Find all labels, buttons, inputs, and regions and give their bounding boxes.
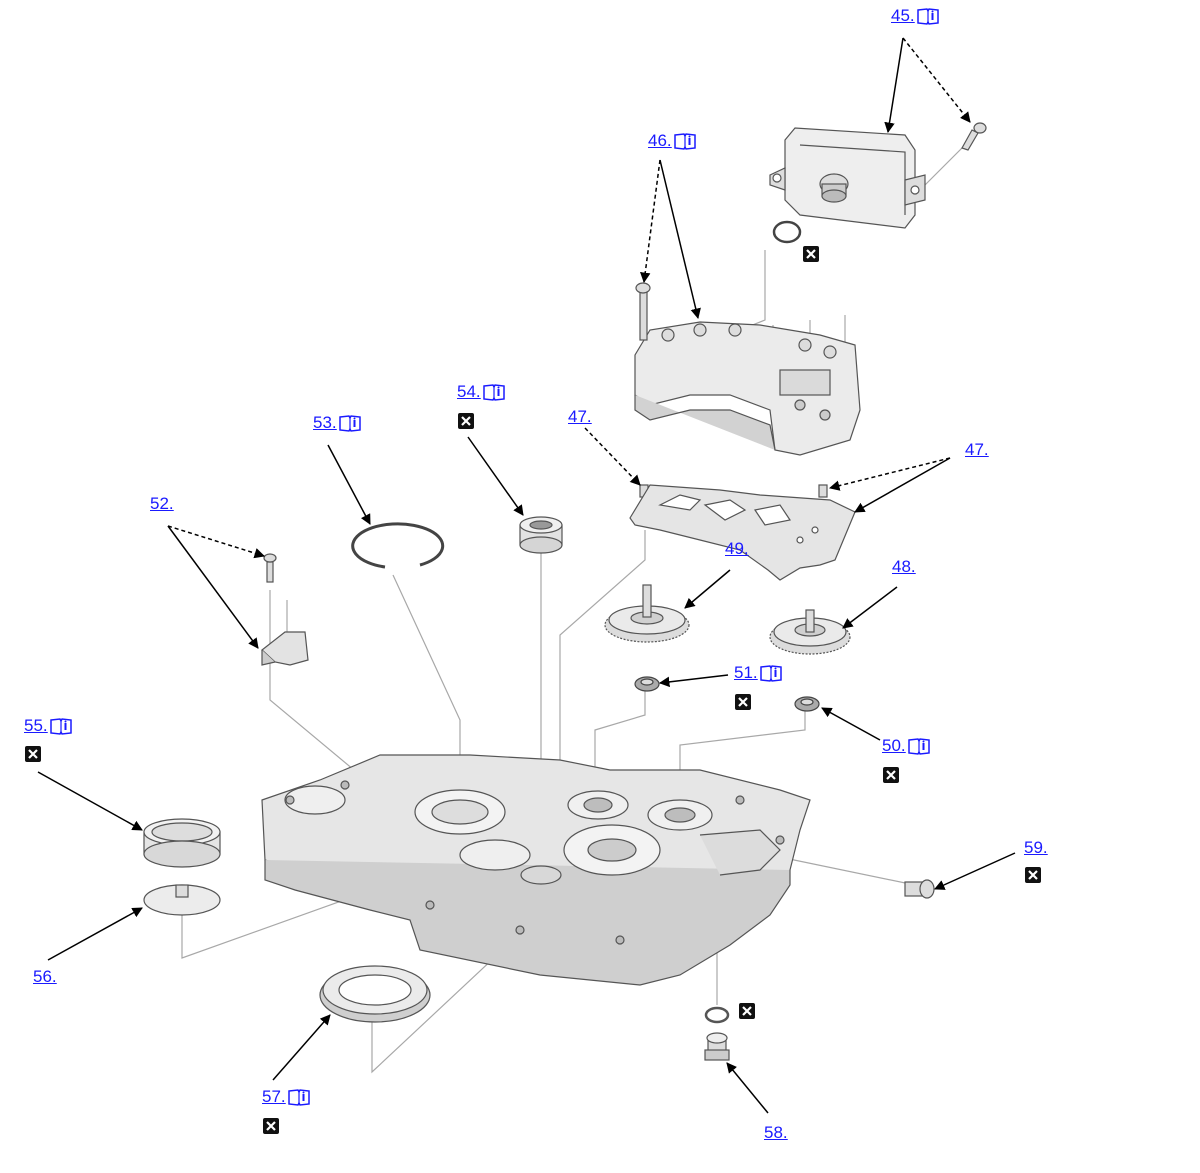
callout-54-label[interactable]: 54. xyxy=(457,382,481,401)
callout-46[interactable]: 46. xyxy=(648,131,696,151)
separator-plate xyxy=(629,484,856,581)
callout-45[interactable]: 45. xyxy=(891,6,939,26)
callout-59-label[interactable]: 59. xyxy=(1024,838,1048,857)
bracket xyxy=(261,553,309,666)
replace-part-x-icon xyxy=(458,413,474,429)
gear-left xyxy=(604,584,690,643)
callout-47-left[interactable]: 47. xyxy=(568,407,592,427)
needle-bearing xyxy=(519,516,563,554)
callout-54[interactable]: 54. xyxy=(457,382,505,402)
callout-59[interactable]: 59. xyxy=(1024,838,1048,858)
callout-57[interactable]: 57. xyxy=(262,1087,310,1107)
callout-52[interactable]: 52. xyxy=(150,494,174,514)
manual-book-icon[interactable] xyxy=(49,717,72,735)
callout-47-right[interactable]: 47. xyxy=(965,440,989,460)
manual-book-icon[interactable] xyxy=(287,1088,310,1106)
flange-bolt xyxy=(904,879,935,899)
control-module xyxy=(769,127,926,229)
callout-52-label[interactable]: 52. xyxy=(150,494,174,513)
callout-arrows-dashed xyxy=(167,37,971,559)
callout-58-label[interactable]: 58. xyxy=(764,1123,788,1142)
replace-part-x-icon xyxy=(739,1003,755,1019)
callout-46-label[interactable]: 46. xyxy=(648,131,672,150)
manual-book-icon[interactable] xyxy=(759,664,782,682)
valve-body-bolt xyxy=(635,282,651,341)
manual-book-icon[interactable] xyxy=(916,7,939,25)
callout-50[interactable]: 50. xyxy=(882,736,930,756)
callout-47-right-label[interactable]: 47. xyxy=(965,440,989,459)
manual-book-icon[interactable] xyxy=(907,737,930,755)
o-ring xyxy=(772,220,802,244)
callout-53[interactable]: 53. xyxy=(313,413,361,433)
callout-55-label[interactable]: 55. xyxy=(24,716,48,735)
callout-49[interactable]: 49. xyxy=(725,539,749,559)
manual-book-icon[interactable] xyxy=(673,132,696,150)
gear-right xyxy=(769,609,851,655)
replace-part-x-icon xyxy=(883,767,899,783)
callout-58[interactable]: 58. xyxy=(764,1123,788,1143)
oil-seal xyxy=(319,965,431,1023)
callout-50-label[interactable]: 50. xyxy=(882,736,906,755)
drain-plug xyxy=(704,1006,730,1061)
callout-45-label[interactable]: 45. xyxy=(891,6,915,25)
manual-book-icon[interactable] xyxy=(338,414,361,432)
shim xyxy=(143,884,221,916)
callout-51[interactable]: 51. xyxy=(734,663,782,683)
replace-part-x-icon xyxy=(263,1118,279,1134)
thrust-ring xyxy=(143,818,221,868)
replace-part-x-icon xyxy=(735,694,751,710)
module-bolt xyxy=(961,122,987,151)
callout-56[interactable]: 56. xyxy=(33,967,57,987)
transmission-case xyxy=(261,754,811,986)
replace-part-x-icon xyxy=(1025,867,1041,883)
callout-47-left-label[interactable]: 47. xyxy=(568,407,592,426)
callout-48-label[interactable]: 48. xyxy=(892,557,916,576)
valve-body xyxy=(634,321,861,456)
replace-part-x-icon xyxy=(803,246,819,262)
replace-part-x-icon xyxy=(25,746,41,762)
snap-ring xyxy=(351,522,445,569)
callout-48[interactable]: 48. xyxy=(892,557,916,577)
manual-book-icon[interactable] xyxy=(482,383,505,401)
callout-51-label[interactable]: 51. xyxy=(734,663,758,682)
callout-55[interactable]: 55. xyxy=(24,716,72,736)
callout-arrows xyxy=(37,37,1016,1114)
callout-57-label[interactable]: 57. xyxy=(262,1087,286,1106)
callout-56-label[interactable]: 56. xyxy=(33,967,57,986)
callout-53-label[interactable]: 53. xyxy=(313,413,337,432)
callout-49-label[interactable]: 49. xyxy=(725,539,749,558)
